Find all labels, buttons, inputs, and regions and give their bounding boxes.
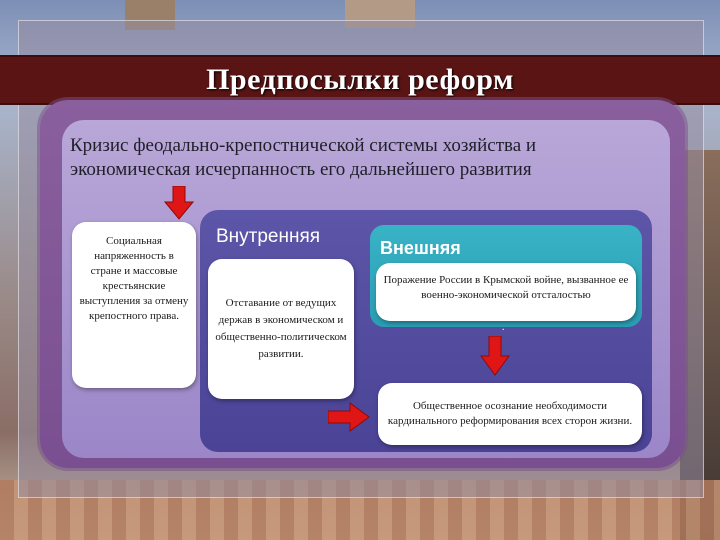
social-tension-card: Социальная напряженность в стране и масс… — [72, 222, 196, 388]
slide-title: Предпосылки реформ — [206, 63, 514, 96]
social-tension-text: Социальная напряженность в стране и масс… — [79, 235, 189, 322]
external-label: Внешняя — [380, 238, 461, 258]
economic-lag-card: Отставание от ведущих держав в экономиче… — [208, 259, 354, 399]
public-awareness-text: Общественное осознание необходимости кар… — [387, 400, 633, 427]
title-bar: Предпосылки реформ — [0, 55, 720, 105]
arrow-down-icon — [480, 336, 510, 376]
crimean-defeat-text: Поражение России в Крымской войне, вызва… — [383, 274, 629, 301]
internal-label: Внутренняя — [216, 226, 321, 247]
dot-mark: . — [502, 322, 505, 333]
arrow-down-icon — [164, 186, 194, 220]
arrow-right-icon — [328, 402, 370, 432]
public-awareness-card: Общественное осознание необходимости кар… — [378, 383, 642, 445]
economic-lag-text: Отставание от ведущих держав в экономиче… — [215, 297, 347, 360]
crimean-defeat-card: Поражение России в Крымской войне, вызва… — [376, 263, 636, 321]
crisis-text: Кризис феодально-крепостнической системы… — [70, 135, 537, 180]
